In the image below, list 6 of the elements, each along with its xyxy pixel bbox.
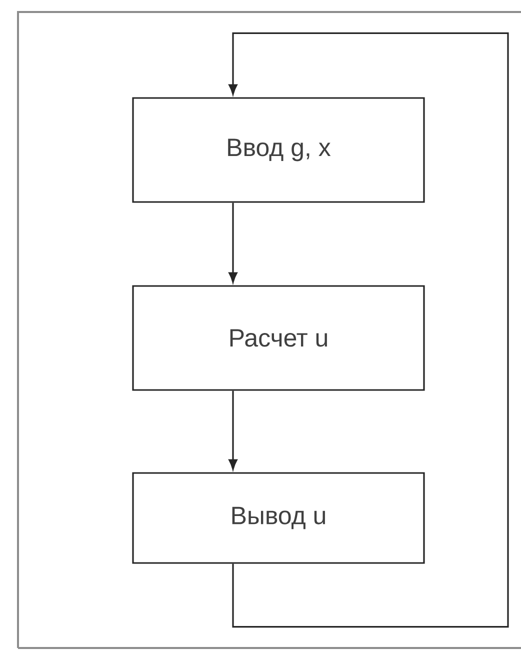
arrow bbox=[228, 390, 238, 470]
process-box: Расчет u bbox=[132, 285, 425, 391]
process-box: Вывод u bbox=[132, 472, 425, 564]
arrow bbox=[228, 32, 509, 628]
process-box: Ввод g, x bbox=[132, 97, 425, 203]
arrow bbox=[228, 202, 238, 283]
